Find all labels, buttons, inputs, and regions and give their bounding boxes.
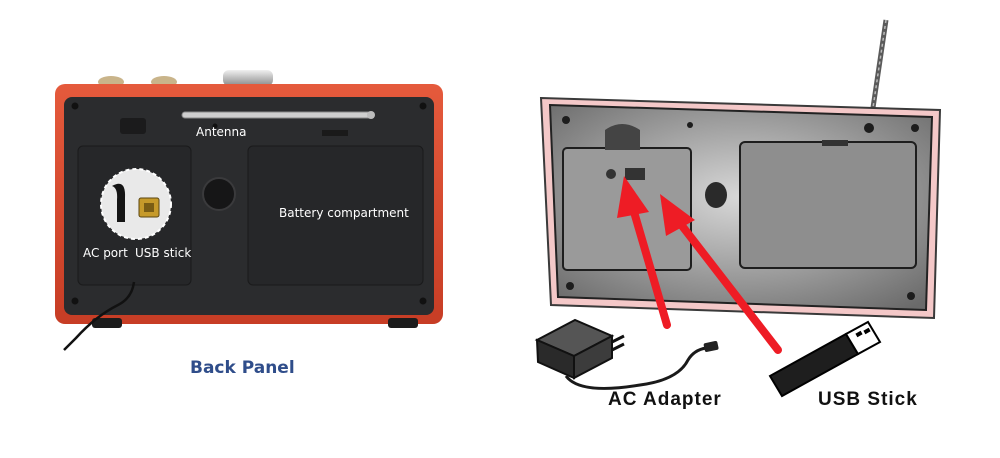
usb-stick-drawing [768,320,882,398]
antenna-rod [181,111,375,119]
usb-arrow [660,194,782,354]
antenna-label: Antenna [196,125,246,139]
usb-stick-label-left: USB stick [135,246,191,260]
back-panel-caption: Back Panel [190,358,295,378]
battery-label: Battery compartment [279,206,409,220]
usb-stick-label-right: USB Stick [818,389,918,410]
ac-plug-shape [112,183,126,222]
speaker-hole [202,177,236,211]
power-cable [63,281,136,351]
ports-magnifier [100,168,172,240]
ac-port-label: AC port [83,246,128,260]
antenna-hinge [120,118,146,134]
connection-sketch: AC Adapter USB Stick [534,19,942,410]
ac-adapter-drawing [534,318,719,390]
battery-compartment [247,145,424,286]
ac-adapter-label: AC Adapter [608,389,722,410]
ac-arrow [617,176,671,329]
volume-knob [223,70,273,86]
sketch-battery-compartment [739,141,917,269]
screws [71,102,427,305]
back-panel-illustration: Antenna AC port USB stick Battery compar… [55,70,443,378]
